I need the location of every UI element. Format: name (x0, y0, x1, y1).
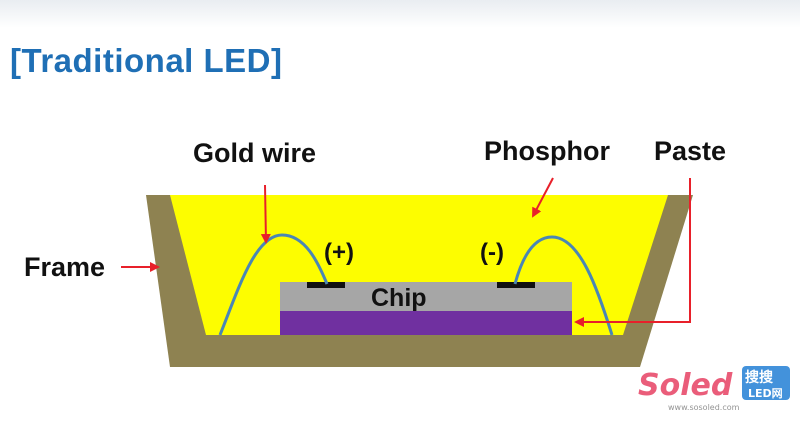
gold-wire-arrow (260, 184, 271, 244)
sosoled-watermark: Soled 搜搜 LED网 www.sosoled.com (638, 366, 790, 412)
label-paste: Paste (654, 136, 726, 166)
label-phosphor: Phosphor (484, 136, 610, 166)
gold-wire-right (513, 235, 614, 336)
gold-wire-left (218, 233, 329, 336)
label-positive: (+) (324, 239, 354, 266)
label-gold-wire: Gold wire (193, 138, 316, 168)
electrode-positive (307, 282, 345, 288)
page-title: [Traditional LED] (10, 42, 283, 79)
watermark-sub: LED网 (748, 387, 783, 400)
label-negative: (-) (480, 239, 504, 266)
watermark-url: www.sosoled.com (668, 403, 740, 412)
header-gradient-band (0, 0, 800, 28)
label-frame: Frame (24, 252, 105, 282)
paste-arrow (574, 178, 691, 327)
phosphor-arrow (532, 177, 554, 218)
chip-substrate (280, 310, 572, 335)
watermark-cn: 搜搜 (745, 369, 774, 386)
watermark-brand: Soled (638, 368, 733, 403)
label-chip: Chip (371, 284, 427, 312)
electrode-negative (497, 282, 535, 288)
